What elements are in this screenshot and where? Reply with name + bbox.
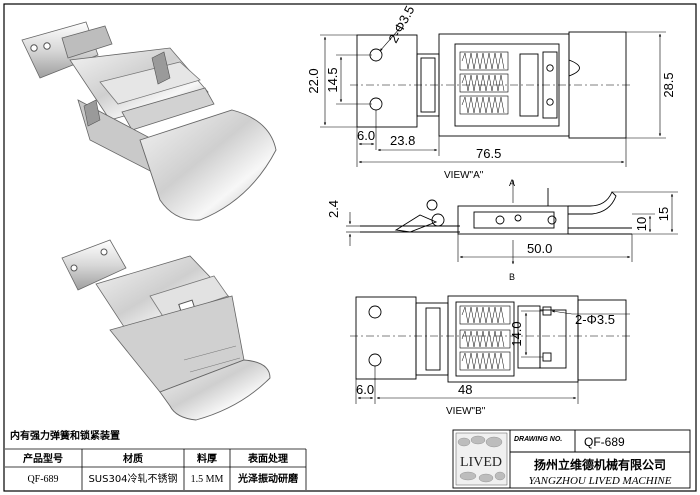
spec-value-finish: 光泽振动研磨 [237, 472, 299, 485]
view-arrow-a: A [509, 178, 515, 188]
dim-edge-offset-b: 6.0 [356, 382, 374, 397]
dim-edge-offset-a: 6.0 [357, 128, 375, 143]
company-en: YANGZHOU LIVED MACHINE [529, 475, 672, 487]
side-view-dimensions [346, 179, 678, 265]
drawing-no: QF-689 [584, 435, 625, 449]
dim-holes-top: 2-Φ3.5 [385, 3, 417, 45]
dim-thickness: 2.4 [326, 200, 341, 218]
spring-coils-a [459, 51, 509, 115]
latch-render-bottom [61, 239, 271, 421]
dim-height-10: 10 [634, 217, 649, 231]
view-a-dimensions [320, 27, 666, 167]
logo-text: LIVED [460, 455, 502, 470]
dim-holes-bottom: 2-Φ3.5 [575, 312, 615, 327]
view-b-drawing [350, 295, 632, 383]
spec-header-finish: 表面处理 [247, 452, 288, 465]
latch-render-top [21, 21, 277, 221]
drawing-no-label: DRAWING NO. [514, 436, 562, 443]
spec-header-material: 材质 [123, 452, 143, 465]
spec-header-model: 产品型号 [23, 452, 63, 465]
dim-right-height: 28.5 [661, 72, 676, 97]
drawing-border [3, 3, 697, 492]
spec-value-material: SUS304冷轧不锈钢 [88, 472, 177, 485]
side-view-drawing [360, 188, 632, 235]
dim-hole-spacing: 14.5 [325, 67, 340, 92]
dim-overall-height: 22.0 [306, 68, 321, 93]
dim-overall-length: 76.5 [476, 146, 501, 161]
view-a-drawing [350, 31, 632, 139]
view-b-label: VIEW"B" [446, 406, 486, 417]
view-a-label: VIEW"A" [444, 170, 484, 181]
spring-coils-b [459, 305, 511, 371]
spec-note: 内有强力弹簧和锁紧装置 [10, 429, 120, 442]
view-b-dimensions [355, 310, 630, 404]
spec-value-model: QF-689 [27, 474, 58, 485]
view-arrow-b: B [509, 272, 515, 282]
title-block: LIVED DRAWING NO. QF-689 扬州立维德机械有限公司 YAN… [452, 429, 691, 489]
dim-view-b-length: 48 [458, 382, 472, 397]
spec-value-thickness: 1.5 MM [191, 474, 224, 485]
dim-side-length: 50.0 [527, 241, 552, 256]
dim-keeper-spacing: 14.0 [509, 321, 524, 346]
dim-height-15: 15 [656, 207, 671, 221]
company-cn: 扬州立维德机械有限公司 [534, 457, 666, 472]
dim-hole-to-body: 23.8 [390, 133, 415, 148]
spec-header-thickness: 料厚 [197, 452, 217, 465]
spec-table: 内有强力弹簧和锁紧装置 产品型号 材质 料厚 表面处理 QF-689 SUS30… [5, 429, 307, 490]
logo: LIVED [455, 432, 508, 486]
